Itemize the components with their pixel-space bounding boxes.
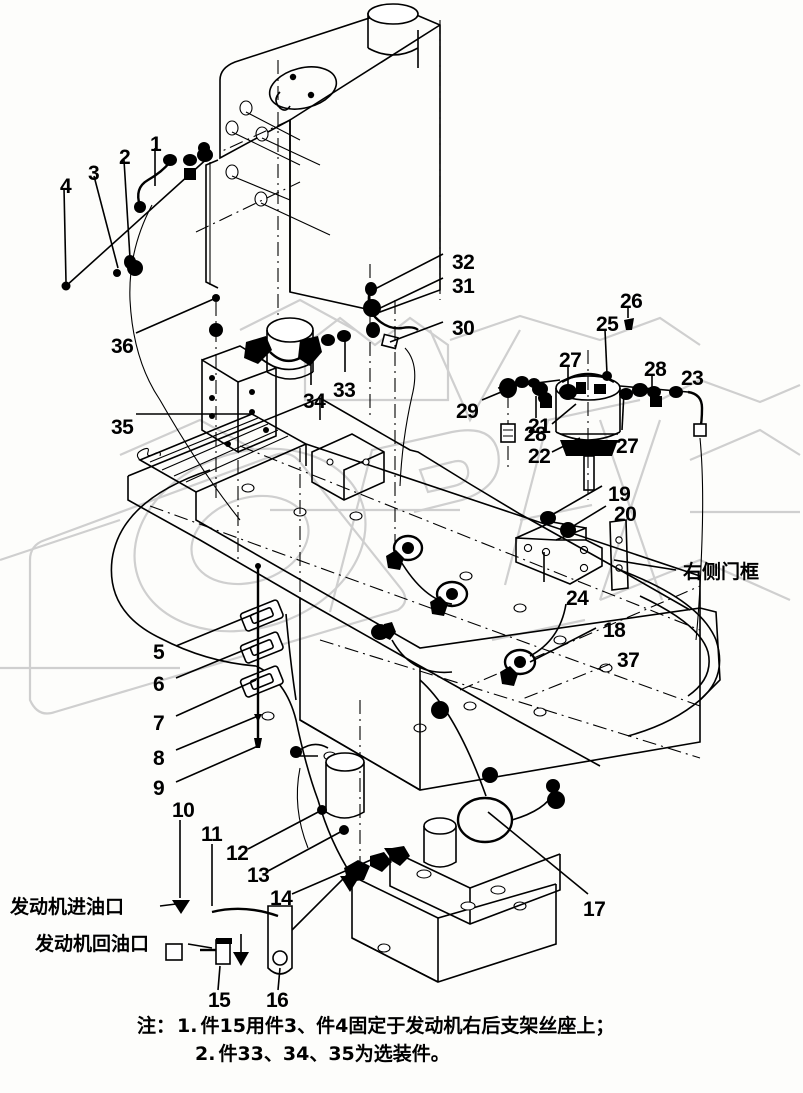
notes-prefix: 注： [137,1015,176,1037]
chassis-fittings [290,534,611,895]
label-engine-return: 发动机回油口 [35,933,150,955]
callout-36: 36 [111,335,134,358]
label-engine-inlet: 发动机进油口 [10,896,125,918]
callout-11: 11 [201,823,223,846]
callout-26: 26 [620,290,643,313]
callout-23: 23 [681,367,704,390]
callout-9: 9 [153,777,165,800]
notes-line-1-text: 件15用件3、件4固定于发动机右后支架丝座上； [200,1015,615,1037]
notes-line-2-text: 件33、34、35为选装件。 [218,1043,450,1065]
callout-15: 15 [208,989,231,1012]
callout-27-lower: 27 [616,435,639,458]
notes-line-1-number: 1. [177,1015,198,1037]
callout-7: 7 [153,712,165,735]
priming-pump-assembly [135,294,351,500]
callout-14: 14 [270,887,293,910]
callout-34: 34 [303,390,326,413]
fuel-tank [195,3,441,330]
callout-27-upper: 27 [559,349,582,372]
callout-16: 16 [266,989,289,1012]
callout-1: 1 [150,133,162,156]
notes-block: 注： 1. 件15用件3、件4固定于发动机右后支架丝座上； 2. 件33、34、… [137,1017,614,1064]
callout-2: 2 [119,146,131,169]
callout-31: 31 [452,275,475,298]
filter-mount-bracket [515,485,677,591]
callout-12: 12 [226,842,249,865]
callout-13: 13 [247,864,270,887]
callout-8: 8 [153,747,165,770]
notes-line-2-number: 2. [195,1043,216,1065]
callout-22: 22 [528,445,551,468]
callout-35: 35 [111,416,134,439]
callout-24: 24 [566,587,589,610]
machine-frame [110,397,721,983]
callout-25: 25 [596,313,619,336]
callout-32: 32 [452,251,475,274]
callout-28-lower: 28 [524,423,547,446]
label-right-door-frame: 右侧门框 [683,561,760,583]
callout-21: 21 [528,415,551,438]
callout-10: 10 [172,799,195,822]
hose-30-31-32 [363,253,444,560]
callout-33: 33 [333,379,356,402]
callout-18: 18 [603,619,626,642]
clamp-parts-5-9 [175,563,284,783]
fuel-filter-assembly [481,306,707,641]
callout-28-upper: 28 [644,358,667,381]
callout-37: 37 [617,649,640,672]
callout-6: 6 [153,673,165,696]
callout-3: 3 [88,162,100,185]
callout-19: 19 [608,483,631,506]
hose-fittings-top-left [61,142,241,521]
callout-4: 4 [60,175,72,198]
callout-30: 30 [452,317,475,340]
callout-29: 29 [456,400,479,423]
callout-17: 17 [583,898,606,921]
callout-20: 20 [614,503,637,526]
callout-5: 5 [153,641,165,664]
parts-10-16 [159,805,381,991]
